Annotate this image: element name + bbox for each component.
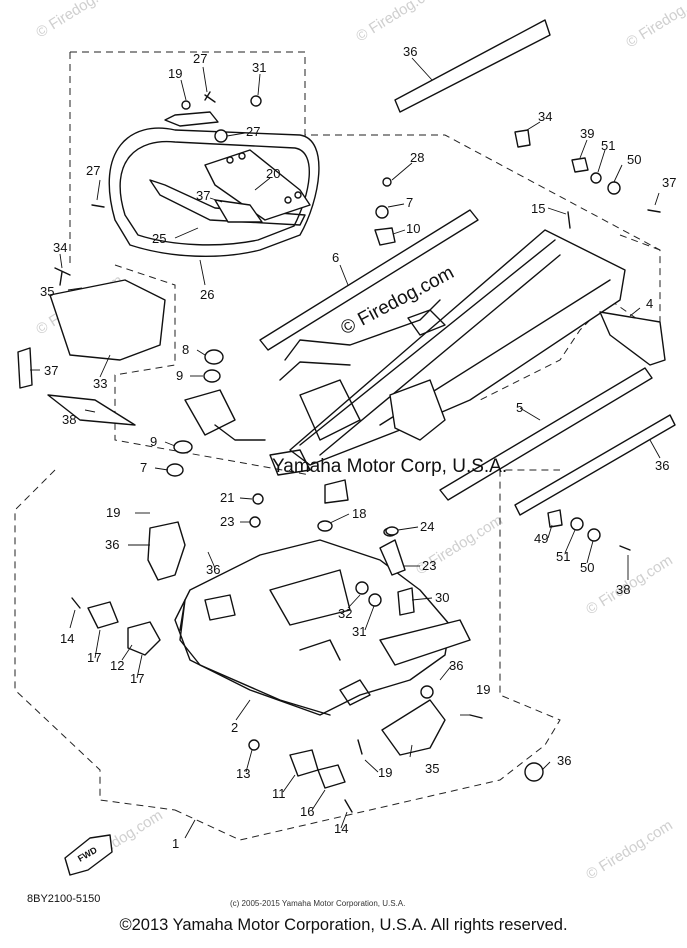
callout-18: 18 [352, 506, 366, 521]
callout-1: 1 [172, 836, 179, 851]
watermark-center: Yamaha Motor Corp, U.S.A. [272, 456, 507, 477]
reference-code: 8BY2100-5150 [27, 893, 101, 905]
callout-51-low: 51 [556, 549, 570, 564]
group-outlines [14, 51, 661, 841]
part-41-42-fastener [54, 267, 71, 286]
fasteners-top-left [91, 91, 396, 246]
parts-23-24-31 [355, 526, 471, 699]
callout-43: 34 [538, 109, 552, 124]
callout-7: 7 [140, 460, 147, 475]
callout-3: 4 [646, 296, 653, 311]
part-26-grab-bar [108, 127, 320, 258]
callout-11: 11 [272, 786, 286, 801]
part-45-flap [394, 19, 551, 113]
callout-25: 25 [152, 231, 166, 246]
watermark-bottom-right: © Firedog.com [583, 817, 676, 884]
part-35-guard [147, 521, 186, 581]
callout-15: 15 [531, 201, 545, 216]
callout-22: 23 [220, 514, 234, 529]
callout-51: 51 [601, 138, 615, 153]
part-38-decal [17, 347, 33, 389]
callout-23: 23 [422, 558, 436, 573]
callout-13: 13 [236, 766, 250, 781]
part-4-rail [439, 367, 653, 501]
part-20-bracket [204, 149, 311, 221]
callout-14-a: 14 [60, 631, 74, 646]
callout-35: 36 [105, 537, 119, 552]
callout-49-low: 49 [534, 531, 548, 546]
watermark-top-left: © Firedog.com [33, 0, 126, 41]
callout-8: 8 [182, 342, 189, 357]
callout-46: 36 [557, 753, 571, 768]
callout-44: 36 [655, 458, 669, 473]
callout-2: 2 [231, 720, 238, 735]
callout-21: 21 [220, 490, 234, 505]
callout-4: 5 [516, 400, 523, 415]
callout-12: 12 [110, 658, 124, 673]
callout-17-b: 17 [130, 671, 144, 686]
callout-29: 28 [410, 150, 424, 165]
fasteners-right [514, 129, 661, 782]
callout-26: 26 [200, 287, 214, 302]
callout-30: 31 [252, 60, 266, 75]
part-37-pad [214, 199, 263, 223]
callout-41: 34 [53, 240, 67, 255]
watermark-top-right: © Firedog.com [623, 0, 687, 51]
callout-49: 39 [580, 126, 594, 141]
callout-50-low: 50 [580, 560, 594, 575]
callout-19-right: 19 [476, 682, 490, 697]
part-44-strip [514, 414, 676, 516]
main-frame [184, 229, 626, 504]
callout-37: 37 [196, 188, 210, 203]
part-5-crossbar [259, 209, 479, 351]
callout-42: 35 [40, 284, 54, 299]
steering-parts [71, 597, 483, 813]
site-copyright: (c) 2005-2015 Yamaha Motor Corporation, … [230, 899, 406, 908]
fwd-arrow-icon: FWD [64, 834, 113, 876]
callout-33: 32 [338, 606, 352, 621]
callout-45: 36 [403, 44, 417, 59]
callout-10: 10 [406, 221, 420, 236]
callout-labels: 36 34 39 51 50 37 15 28 7 10 27 19 31 27… [40, 44, 676, 851]
callout-5: 6 [332, 250, 339, 265]
callout-14-b: 14 [334, 821, 348, 836]
callout-36-a: 36 [206, 562, 220, 577]
callout-40: 33 [93, 376, 107, 391]
part-25-rail [149, 111, 306, 226]
callout-24: 24 [420, 519, 434, 534]
callout-19-mid: 19 [106, 505, 120, 520]
footer-copyright: ©2013 Yamaha Motor Corporation, U.S.A. A… [119, 916, 568, 934]
callout-27-top: 27 [193, 51, 207, 66]
callout-9-a: 9 [176, 368, 183, 383]
callout-20: 20 [266, 166, 280, 181]
callout-38: 37 [44, 363, 58, 378]
part-20-bolts [226, 152, 302, 204]
watermark-top-center: © Firedog.com [353, 0, 446, 45]
callout-36-b: 36 [449, 658, 463, 673]
callout-50: 50 [627, 152, 641, 167]
callout-48: 37 [662, 175, 676, 190]
callout-16: 16 [300, 804, 314, 819]
callout-27-left: 27 [86, 163, 100, 178]
callout-19-low: 19 [378, 765, 392, 780]
callout-28: 27 [246, 124, 260, 139]
callout-47: 38 [616, 582, 630, 597]
callout-34: 35 [425, 761, 439, 776]
part-39-plate [47, 394, 136, 426]
leader-lines [30, 57, 661, 839]
part-3-bracket [599, 311, 666, 366]
callout-19-top: 19 [168, 66, 182, 81]
callout-32: 31 [352, 624, 366, 639]
callout-9-b: 9 [150, 434, 157, 449]
callout-39: 38 [62, 412, 76, 427]
callout-31: 30 [435, 590, 449, 605]
part-40-panel [49, 279, 166, 361]
callout-6: 7 [406, 195, 413, 210]
callout-17-a: 17 [87, 650, 101, 665]
part-34-guard [381, 699, 446, 756]
